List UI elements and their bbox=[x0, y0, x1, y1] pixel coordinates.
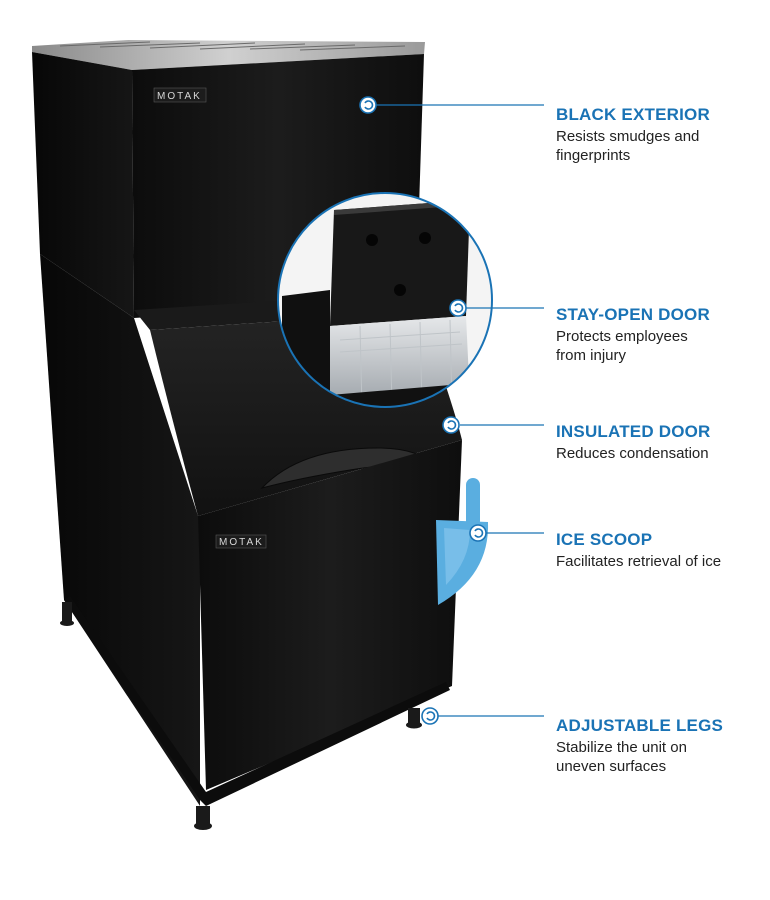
callout-leaders bbox=[376, 104, 544, 717]
leg-left bbox=[62, 602, 72, 622]
bin-side-panel bbox=[40, 254, 200, 806]
zoom-circle-border bbox=[277, 192, 493, 408]
leg-left-foot bbox=[60, 620, 74, 626]
scoop-handle bbox=[466, 478, 480, 528]
adjustable-legs-group bbox=[60, 602, 422, 830]
leg-right bbox=[408, 708, 420, 724]
marker-ice-scoop-icon bbox=[469, 524, 487, 542]
zoom-lid-open bbox=[330, 200, 470, 326]
marker-stay-open-door-icon bbox=[449, 299, 467, 317]
storage-bin: MOTAK bbox=[40, 254, 462, 806]
head-top-grille bbox=[32, 40, 425, 70]
zoom-ice-cubes bbox=[339, 319, 463, 407]
callout-desc-line: from injury bbox=[556, 347, 627, 364]
callout-desc-line: fingerprints bbox=[556, 147, 631, 164]
callout-insulated-door: INSULATED DOOR Reduces condensation bbox=[556, 422, 766, 463]
zoom-lid-hole bbox=[419, 232, 431, 244]
zoom-lid-hole bbox=[366, 234, 378, 246]
leg-right-foot bbox=[406, 721, 422, 729]
zoom-lid-hole bbox=[394, 284, 406, 296]
callout-title: BLACK EXTERIOR bbox=[556, 105, 710, 124]
callout-desc-line: Protects employees bbox=[556, 328, 688, 345]
bin-logo: MOTAK bbox=[219, 537, 264, 548]
head-logo: MOTAK bbox=[157, 91, 202, 102]
callout-desc-line: Stabilize the unit on bbox=[556, 739, 687, 756]
callout-title: INSULATED DOOR bbox=[556, 422, 711, 441]
callout-desc-line: Resists smudges and bbox=[556, 128, 700, 145]
leg-front bbox=[196, 806, 210, 824]
callout-ice-scoop: ICE SCOOP Facilitates retrieval of ice bbox=[556, 530, 766, 571]
leg-front-foot bbox=[194, 822, 212, 830]
head-logo-badge bbox=[153, 87, 207, 103]
callout-desc-line: Reduces condensation bbox=[556, 445, 709, 462]
callout-desc-line: Facilitates retrieval of ice bbox=[556, 553, 722, 570]
head-grille-lines bbox=[59, 41, 406, 51]
callout-stay-open-door: STAY-OPEN DOOR Protects employees from i… bbox=[556, 305, 766, 365]
callout-adjustable-legs: ADJUSTABLE LEGS Stabilize the unit on un… bbox=[556, 716, 766, 776]
head-side-panel bbox=[32, 52, 134, 318]
callout-black-exterior: BLACK EXTERIOR Resists smudges and finge… bbox=[556, 105, 766, 165]
callout-title: ICE SCOOP bbox=[556, 530, 653, 549]
bin-base-frame bbox=[64, 596, 450, 806]
bin-logo-badge bbox=[215, 534, 267, 549]
callout-title: ADJUSTABLE LEGS bbox=[556, 716, 724, 735]
marker-adjustable-legs-icon bbox=[421, 707, 439, 725]
bin-front-panel bbox=[198, 440, 462, 790]
callout-title: STAY-OPEN DOOR bbox=[556, 305, 710, 324]
callout-markers bbox=[359, 96, 487, 725]
callout-desc-line: uneven surfaces bbox=[556, 758, 667, 775]
marker-black-exterior-icon bbox=[359, 96, 377, 114]
scoop-highlight bbox=[444, 528, 470, 585]
marker-insulated-door-icon bbox=[442, 416, 460, 434]
